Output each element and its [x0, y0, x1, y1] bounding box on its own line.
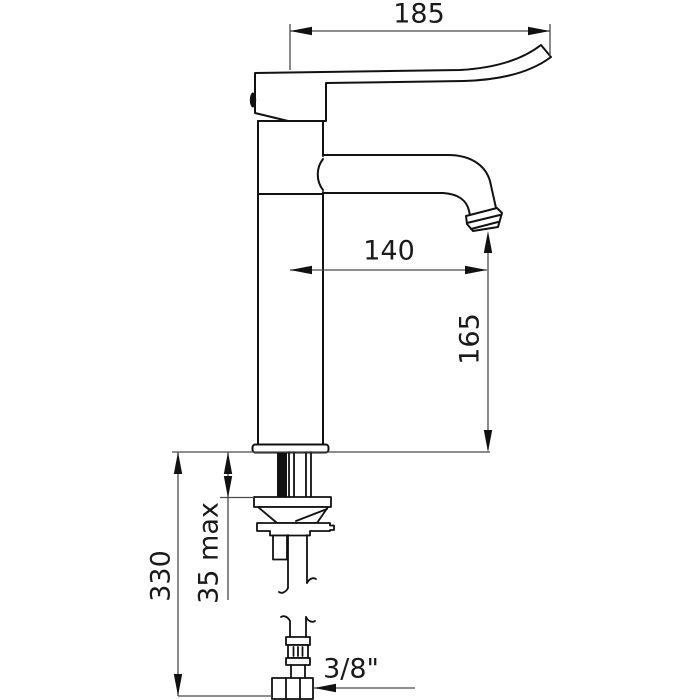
arrowhead-left [290, 265, 312, 275]
arrowhead-right [528, 26, 550, 36]
spout [316, 154, 503, 232]
lever-handle [249, 44, 552, 122]
hose-break-mark-4 [305, 616, 316, 623]
dimension-spout-reach: 140 [290, 236, 487, 275]
cone-washer [257, 506, 329, 524]
threaded-stud-upper [277, 452, 287, 497]
dimension-label-330: 330 [146, 550, 177, 602]
spout-body-fillet [316, 158, 324, 191]
arrowhead-left [314, 683, 336, 693]
crimp-collar-upper [285, 636, 311, 646]
arrowhead-down [173, 674, 183, 696]
aerator-step-line-1 [466, 214, 501, 224]
dimension-label-165: 165 [455, 313, 486, 365]
arrowhead-left [290, 26, 312, 36]
dimension-label-185: 185 [393, 0, 445, 30]
arrowhead-up [173, 452, 183, 474]
dimension-label-140: 140 [363, 236, 415, 267]
faucet-body-column [251, 120, 330, 454]
washer-plate [253, 496, 332, 508]
dimension-label-35max: 35 max [194, 502, 225, 604]
supply-hose [271, 534, 317, 700]
hose-break-mark-2 [306, 577, 317, 584]
spout-top-edge [322, 154, 497, 209]
aerator-step-line-2 [470, 221, 499, 230]
dimension-total-height: 330 [146, 452, 272, 697]
dimension-label-hose-thread: 3/8" [323, 654, 379, 685]
mounting-hardware [253, 451, 335, 561]
arrowhead-down [223, 476, 233, 498]
dimension-spout-height: 165 [455, 231, 493, 452]
dimension-hose-thread: 3/8" [314, 654, 415, 693]
cone-washer-detail-line [295, 508, 328, 522]
arrowhead-right [465, 265, 487, 275]
crimp-collar-lower [285, 657, 311, 666]
arrowhead-down [483, 430, 493, 452]
threaded-stud-lower [272, 534, 288, 561]
hose-nut [271, 677, 314, 700]
arrowhead-up [223, 452, 233, 474]
hose-break-mark-1 [278, 587, 289, 594]
hose-break-mark-3 [280, 615, 291, 622]
dimension-deck-thickness: 35 max [194, 452, 254, 604]
arrowhead-up [483, 231, 493, 253]
lever-handle-outline [254, 44, 552, 122]
base-flange [251, 443, 330, 454]
dimension-lever-width: 185 [289, 0, 551, 70]
temperature-indicator-dot [249, 92, 257, 108]
spout-bottom-edge [322, 192, 472, 220]
clamp-bracket [256, 522, 335, 537]
